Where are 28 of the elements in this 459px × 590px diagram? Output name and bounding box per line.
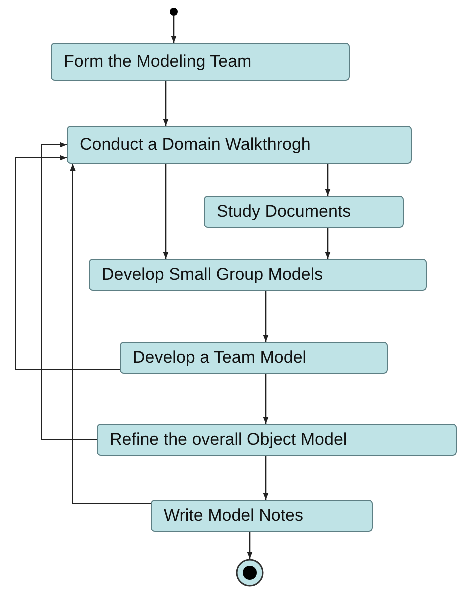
initial-node — [170, 8, 178, 16]
activity-label: Write Model Notes — [164, 505, 305, 527]
final-node — [236, 559, 264, 587]
activity-box — [89, 259, 427, 291]
arrow — [263, 291, 269, 342]
activity-label: Form the Modeling Team — [64, 51, 253, 73]
activity-box — [67, 126, 412, 164]
arrow — [325, 164, 331, 196]
activity-label: Develop a Team Model — [133, 347, 308, 369]
activity-label: Develop Small Group Models — [102, 264, 324, 286]
activity-box — [51, 43, 350, 81]
activity-box — [120, 342, 388, 374]
activity-label: Conduct a Domain Walkthrogh — [80, 134, 312, 156]
arrow — [325, 228, 331, 259]
arrow — [163, 164, 169, 259]
arrow — [16, 155, 120, 370]
arrow — [42, 142, 98, 440]
activity-label: Study Documents — [217, 201, 352, 223]
arrow — [171, 16, 177, 43]
arrow — [247, 532, 253, 559]
arrow — [163, 81, 169, 126]
arrow — [263, 456, 269, 500]
arrow — [70, 164, 152, 504]
activity-box — [151, 500, 373, 532]
activity-label: Refine the overall Object Model — [110, 429, 348, 451]
activity-box — [204, 196, 404, 228]
activity-box — [97, 424, 457, 456]
arrow — [263, 374, 269, 424]
